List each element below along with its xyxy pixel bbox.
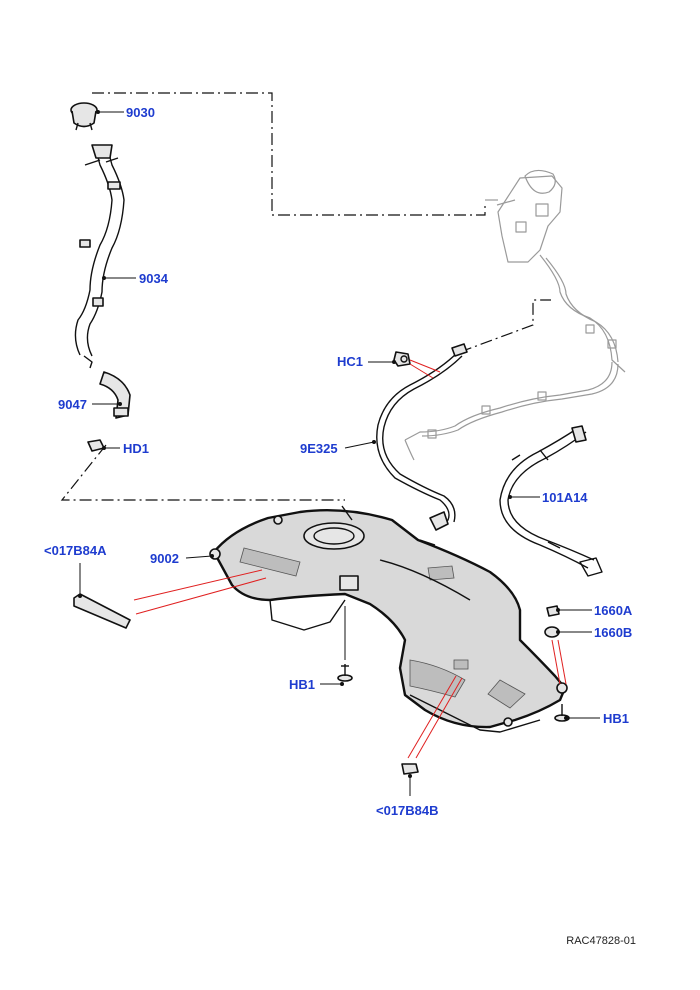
callout-tank-bolt-right: HB1 (603, 711, 629, 726)
callout-filler-hose: 9047 (58, 397, 87, 412)
callout-fuel-tank: 9002 (150, 551, 179, 566)
callout-filler-pipe: 9034 (139, 271, 169, 286)
callout-tank-bolt-left: HB1 (289, 677, 315, 692)
fuel-tank (185, 505, 568, 733)
filler-pipe (74, 144, 136, 357)
callout-tank-strap: 101A14 (542, 490, 588, 505)
routing-lines (60, 92, 551, 501)
callout-pad-a: <017B84A (44, 543, 107, 558)
callout-nut-b: 1660B (594, 625, 632, 640)
callout-filler-clip: HD1 (123, 441, 149, 456)
vent-line (344, 343, 468, 531)
nut-b (544, 626, 592, 685)
callout-nut-a: 1660A (594, 603, 633, 618)
pad-a (73, 563, 267, 629)
tank-bolt-right (554, 704, 600, 722)
diagram-reference-code: RAC47828-01 (566, 935, 636, 947)
tank-bolt-left (320, 606, 353, 686)
filler-hose (83, 355, 131, 419)
pad-b (401, 675, 463, 796)
evap-canister-assembly (404, 169, 626, 461)
callout-pad-b: <017B84B (376, 803, 439, 818)
filler-clip (87, 439, 120, 452)
nut-a (546, 605, 592, 617)
callout-vent-line: 9E325 (300, 441, 338, 456)
callout-vent-clip: HC1 (337, 354, 363, 369)
vent-clip (368, 351, 441, 379)
callout-fuel-cap: 9030 (126, 105, 155, 120)
fuel-cap (70, 102, 124, 131)
tank-strap (499, 425, 603, 577)
